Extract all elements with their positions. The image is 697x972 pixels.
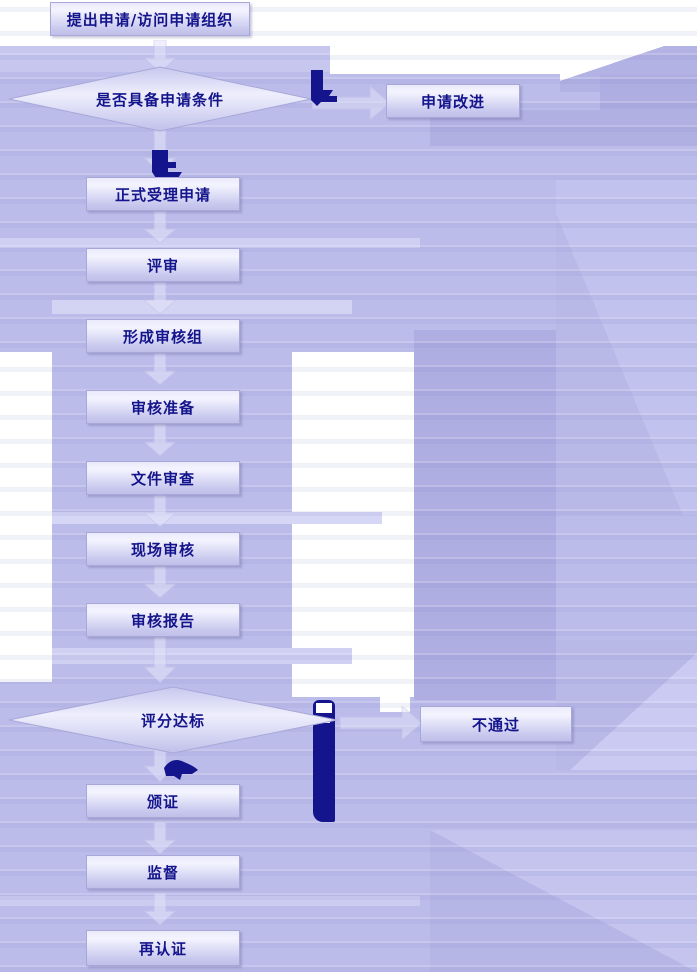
node-onsite-audit[interactable]: 现场审核	[86, 532, 240, 566]
decision-eligibility[interactable]: 是否具备申请条件	[8, 66, 312, 132]
node-label: 评审	[146, 256, 179, 275]
node-label: 颁证	[146, 792, 179, 811]
node-label: 提出申请/访问申请组织	[66, 10, 234, 29]
node-label: 审核报告	[130, 611, 195, 630]
node-recertification[interactable]: 再认证	[86, 930, 240, 966]
node-formal-acceptance[interactable]: 正式受理申请	[86, 177, 240, 211]
node-label: 监督	[146, 863, 179, 882]
node-audit-preparation[interactable]: 审核准备	[86, 390, 240, 424]
node-label: 不通过	[471, 715, 520, 734]
node-supervision[interactable]: 监督	[86, 855, 240, 889]
node-label: 形成审核组	[122, 327, 203, 346]
node-label: 现场审核	[130, 540, 195, 559]
node-label: 申请改进	[420, 92, 485, 111]
node-label: 文件审查	[130, 469, 195, 488]
background-smear-band-5	[0, 896, 420, 906]
node-audit-report[interactable]: 审核报告	[86, 603, 240, 637]
node-review[interactable]: 评审	[86, 248, 240, 282]
background-smear-band-2	[0, 238, 420, 248]
background-shear-bottom-right	[430, 830, 697, 972]
background-shear-right-lower	[556, 640, 697, 770]
node-apply-improvement[interactable]: 申请改进	[386, 84, 520, 118]
background-hole-upper-right	[380, 690, 410, 712]
node-label: 正式受理申请	[114, 185, 211, 204]
node-issue-certificate[interactable]: 颁证	[86, 784, 240, 818]
background-smear-band-1	[52, 300, 352, 314]
node-label: 审核准备	[130, 398, 195, 417]
node-form-audit-team[interactable]: 形成审核组	[86, 319, 240, 353]
node-label: 再认证	[138, 939, 187, 958]
node-document-review[interactable]: 文件审查	[86, 461, 240, 495]
background-hole-center-right	[292, 352, 414, 697]
background-smear-band-4	[52, 648, 352, 664]
decision-score-pass[interactable]: 评分达标	[8, 686, 338, 754]
background-smear-band-3	[52, 512, 382, 524]
background-shear-right	[556, 180, 697, 515]
node-not-passed[interactable]: 不通过	[420, 706, 572, 742]
background-hole-left	[0, 352, 52, 682]
node-submit-application[interactable]: 提出申请/访问申请组织	[50, 2, 250, 36]
